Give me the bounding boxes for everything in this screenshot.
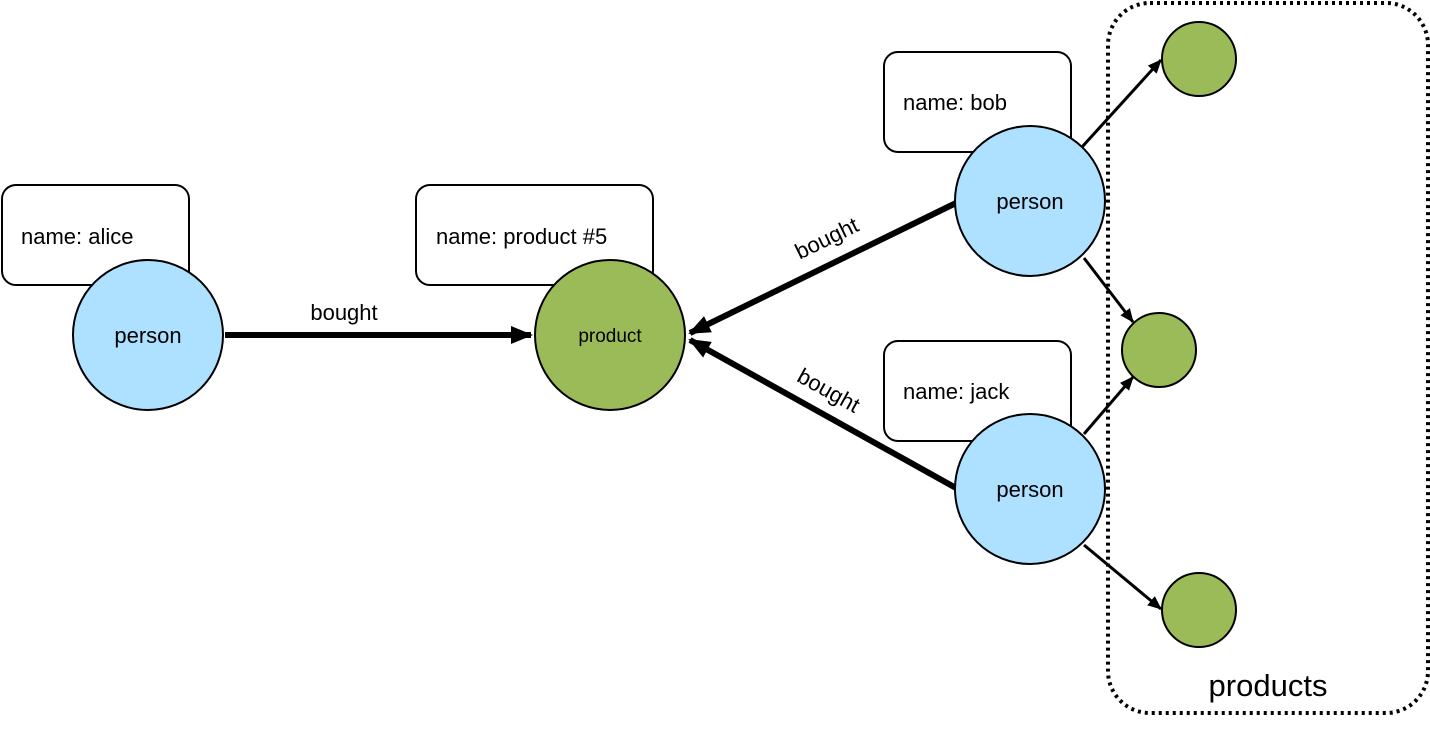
node-alice-label: person bbox=[114, 323, 181, 348]
product-node-top bbox=[1161, 21, 1237, 97]
product5-property-text: name: product #5 bbox=[436, 224, 607, 249]
edge-jack-product bbox=[688, 337, 958, 491]
edge-jack-product-bottom bbox=[1083, 543, 1162, 611]
node-alice bbox=[72, 259, 224, 411]
products-group-label: products bbox=[1209, 668, 1328, 703]
edge-jack-product-label: bought bbox=[793, 363, 864, 417]
jack-property-text: name: jack bbox=[903, 379, 1010, 404]
product-node-middle bbox=[1121, 312, 1197, 388]
node-bob bbox=[954, 125, 1106, 277]
node-product5 bbox=[534, 259, 686, 411]
node-jack bbox=[954, 413, 1106, 565]
edge-bob-product-top bbox=[1080, 58, 1163, 149]
edge-bob-product bbox=[688, 200, 958, 336]
alice-property-text: name: alice bbox=[21, 224, 134, 249]
node-bob-label: person bbox=[996, 189, 1063, 214]
bob-property-text: name: bob bbox=[903, 90, 1007, 115]
product-node-bottom bbox=[1161, 572, 1237, 648]
edge-jack-product-middle bbox=[1082, 376, 1135, 435]
edge-bob-product-middle bbox=[1082, 257, 1135, 323]
product5-property-box bbox=[415, 184, 654, 286]
edge-alice-product-label: bought bbox=[310, 300, 377, 325]
node-product5-label: product bbox=[578, 326, 642, 347]
node-jack-label: person bbox=[996, 477, 1063, 502]
